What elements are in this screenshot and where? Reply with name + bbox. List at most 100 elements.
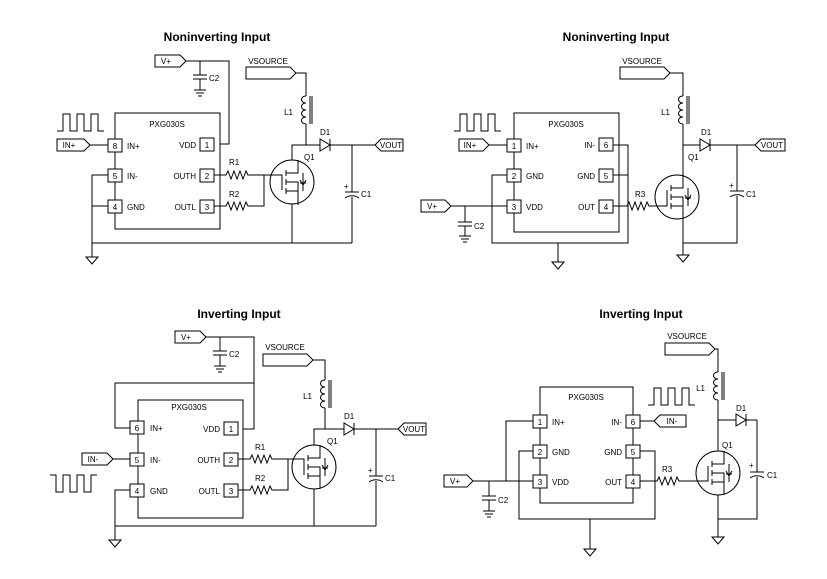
c1-capacitor	[344, 145, 360, 243]
l1-inductor	[713, 371, 719, 451]
schematic-noninverting-2: Noninverting Input IN+ PXG030S 1 IN+ 2 G…	[420, 30, 786, 270]
r2-resistor	[238, 459, 289, 496]
pin-box	[199, 137, 215, 152]
pin-name: VDD	[526, 203, 543, 212]
l1-inductor	[291, 95, 307, 160]
pin-number: 1	[205, 141, 210, 150]
pin-name: GND	[526, 172, 544, 181]
pin-number: 1	[512, 142, 517, 151]
pin-box	[107, 138, 123, 153]
input-tag	[458, 138, 490, 152]
square-wave-icon	[50, 474, 97, 493]
pin-box	[625, 414, 641, 429]
pin-number: 2	[205, 172, 210, 181]
q1-label: Q1	[722, 441, 733, 450]
l1-label: L1	[303, 392, 312, 401]
d1-label: D1	[736, 404, 747, 413]
input-label: IN+	[63, 141, 76, 150]
pin-name: IN+	[150, 424, 163, 433]
pin-number: 4	[604, 203, 609, 212]
r2-resistor	[214, 174, 278, 212]
svg-text:+: +	[368, 466, 373, 475]
l1-label: L1	[696, 384, 705, 393]
d1-diode	[306, 138, 375, 152]
source-tag	[619, 66, 671, 80]
r2-label: R2	[255, 474, 266, 483]
input-label: IN+	[464, 141, 477, 150]
l1-label: L1	[661, 108, 670, 117]
pin-number: 3	[229, 487, 234, 496]
pin-name: IN+	[552, 418, 565, 427]
pin-name: GND	[127, 203, 145, 212]
output-label: VOUT	[403, 425, 425, 434]
r3-resistor	[613, 200, 663, 212]
c1-label: C1	[746, 190, 757, 199]
pin-name: GND	[552, 448, 570, 457]
c2-label: C2	[474, 222, 485, 231]
input-tag	[81, 452, 114, 466]
vdd-wire	[186, 60, 230, 145]
source-tag	[262, 353, 314, 367]
c1-label: C1	[767, 471, 778, 480]
mosfet-symbol	[704, 451, 733, 495]
svg-text:+: +	[749, 461, 754, 470]
pin-name: VDD	[179, 141, 196, 150]
pin-name: VDD	[203, 425, 220, 434]
pin-number: 6	[604, 141, 609, 150]
d1-label: D1	[320, 128, 331, 137]
pin-box	[223, 421, 239, 436]
diagram-title: Inverting Input	[197, 307, 280, 321]
mosfet-symbol	[663, 175, 692, 219]
pin-number: 2	[229, 456, 234, 465]
output-tag	[374, 138, 404, 152]
supply-tag	[420, 199, 452, 213]
l1-inductor	[313, 379, 326, 445]
pin-name: OUTL	[175, 203, 197, 212]
input-tag	[56, 138, 91, 152]
c2-capacitor	[193, 61, 207, 97]
c1-capacitor	[683, 145, 745, 244]
schematic-inverting-1: Inverting Input V+ C2 PXG030S 6 IN+ 5 IN…	[50, 307, 427, 548]
pin-number: 4	[135, 487, 140, 496]
r1-resistor	[238, 453, 300, 465]
svg-text:+: +	[729, 181, 734, 190]
ground-icon	[491, 144, 629, 270]
r1-label: R1	[255, 443, 266, 452]
supply-label: V+	[161, 57, 171, 66]
pin-number: 1	[538, 418, 543, 427]
q1-label: Q1	[688, 153, 699, 162]
square-wave-icon	[57, 113, 104, 132]
d1-diode	[325, 422, 398, 436]
input-tag	[653, 414, 687, 428]
ic-name: PXG030S	[548, 120, 584, 129]
c2-capacitor	[451, 205, 507, 243]
pin-number: 8	[113, 142, 118, 151]
pin-number: 1	[229, 425, 234, 434]
ground-icon	[107, 489, 376, 548]
pin-number: 3	[538, 478, 543, 487]
ground-icon	[675, 219, 691, 263]
c2-capacitor	[213, 337, 227, 373]
r3-label: R3	[662, 465, 673, 474]
pin-name: OUTH	[197, 456, 220, 465]
diagram-title: Noninverting Input	[563, 30, 670, 44]
r1-label: R1	[229, 158, 240, 167]
pin-name: OUT	[605, 478, 622, 487]
pin-number: 5	[631, 448, 636, 457]
supply-label: V+	[181, 333, 191, 342]
q1-label: Q1	[327, 437, 338, 446]
pin-name: OUTL	[199, 487, 221, 496]
pin-name: GND	[577, 172, 595, 181]
c2-label: C2	[229, 350, 240, 359]
output-label: VOUT	[761, 141, 783, 150]
pin-name: IN-	[127, 172, 138, 181]
mosfet-symbol	[278, 160, 307, 205]
pin-number: 5	[604, 172, 609, 181]
d1-diode	[683, 138, 755, 152]
mosfet-q1	[654, 174, 700, 220]
pin-name: OUT	[578, 203, 595, 212]
ground-icon	[505, 420, 656, 557]
pin-name: OUTH	[173, 172, 196, 181]
pin-name: IN-	[611, 418, 622, 427]
